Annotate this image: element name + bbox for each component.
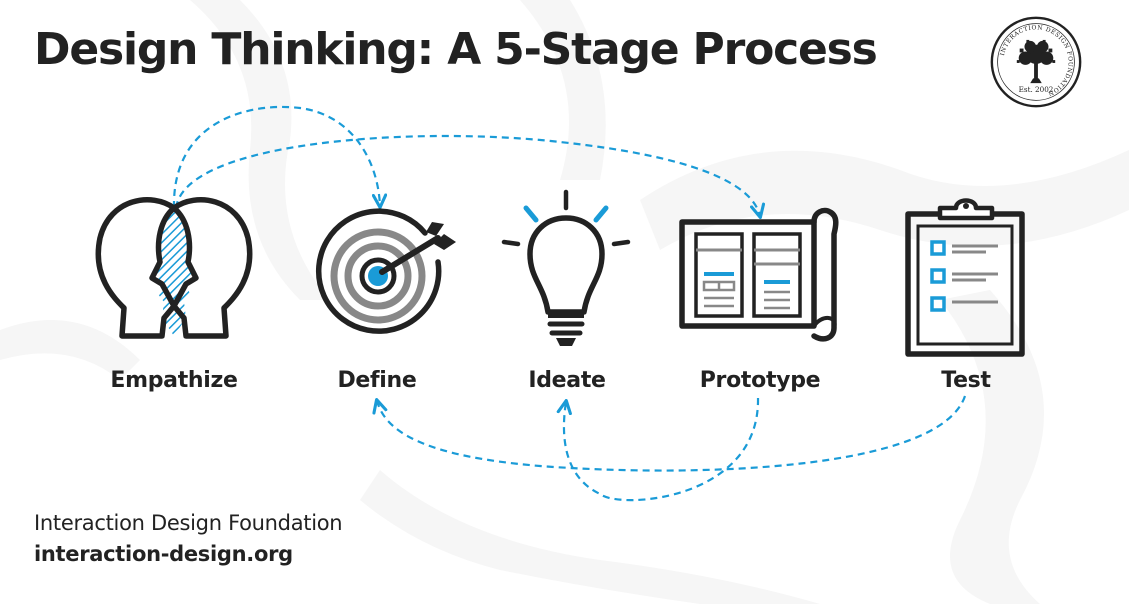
clipboard-checklist-icon bbox=[905, 198, 1025, 357]
stage-label-define: Define bbox=[337, 368, 417, 393]
stage-label-empathize: Empathize bbox=[110, 368, 238, 393]
footer-organization: Interaction Design Foundation bbox=[34, 511, 343, 535]
stage-label-prototype: Prototype bbox=[699, 368, 821, 393]
foundation-seal-logo: INTERACTION DESIGN FOUNDATION Est. 2002 bbox=[990, 16, 1082, 108]
stage-label-test: Test bbox=[941, 368, 991, 393]
blueprint-icon bbox=[679, 207, 839, 342]
footer-website-link[interactable]: interaction-design.org bbox=[34, 542, 293, 566]
logo-est-text: Est. 2002 bbox=[1019, 85, 1054, 94]
lightbulb-icon bbox=[501, 189, 631, 346]
stage-label-ideate: Ideate bbox=[528, 368, 606, 393]
target-arrow-icon bbox=[315, 208, 456, 334]
page-title: Design Thinking: A 5-Stage Process bbox=[34, 24, 878, 75]
two-heads-icon bbox=[95, 197, 253, 339]
